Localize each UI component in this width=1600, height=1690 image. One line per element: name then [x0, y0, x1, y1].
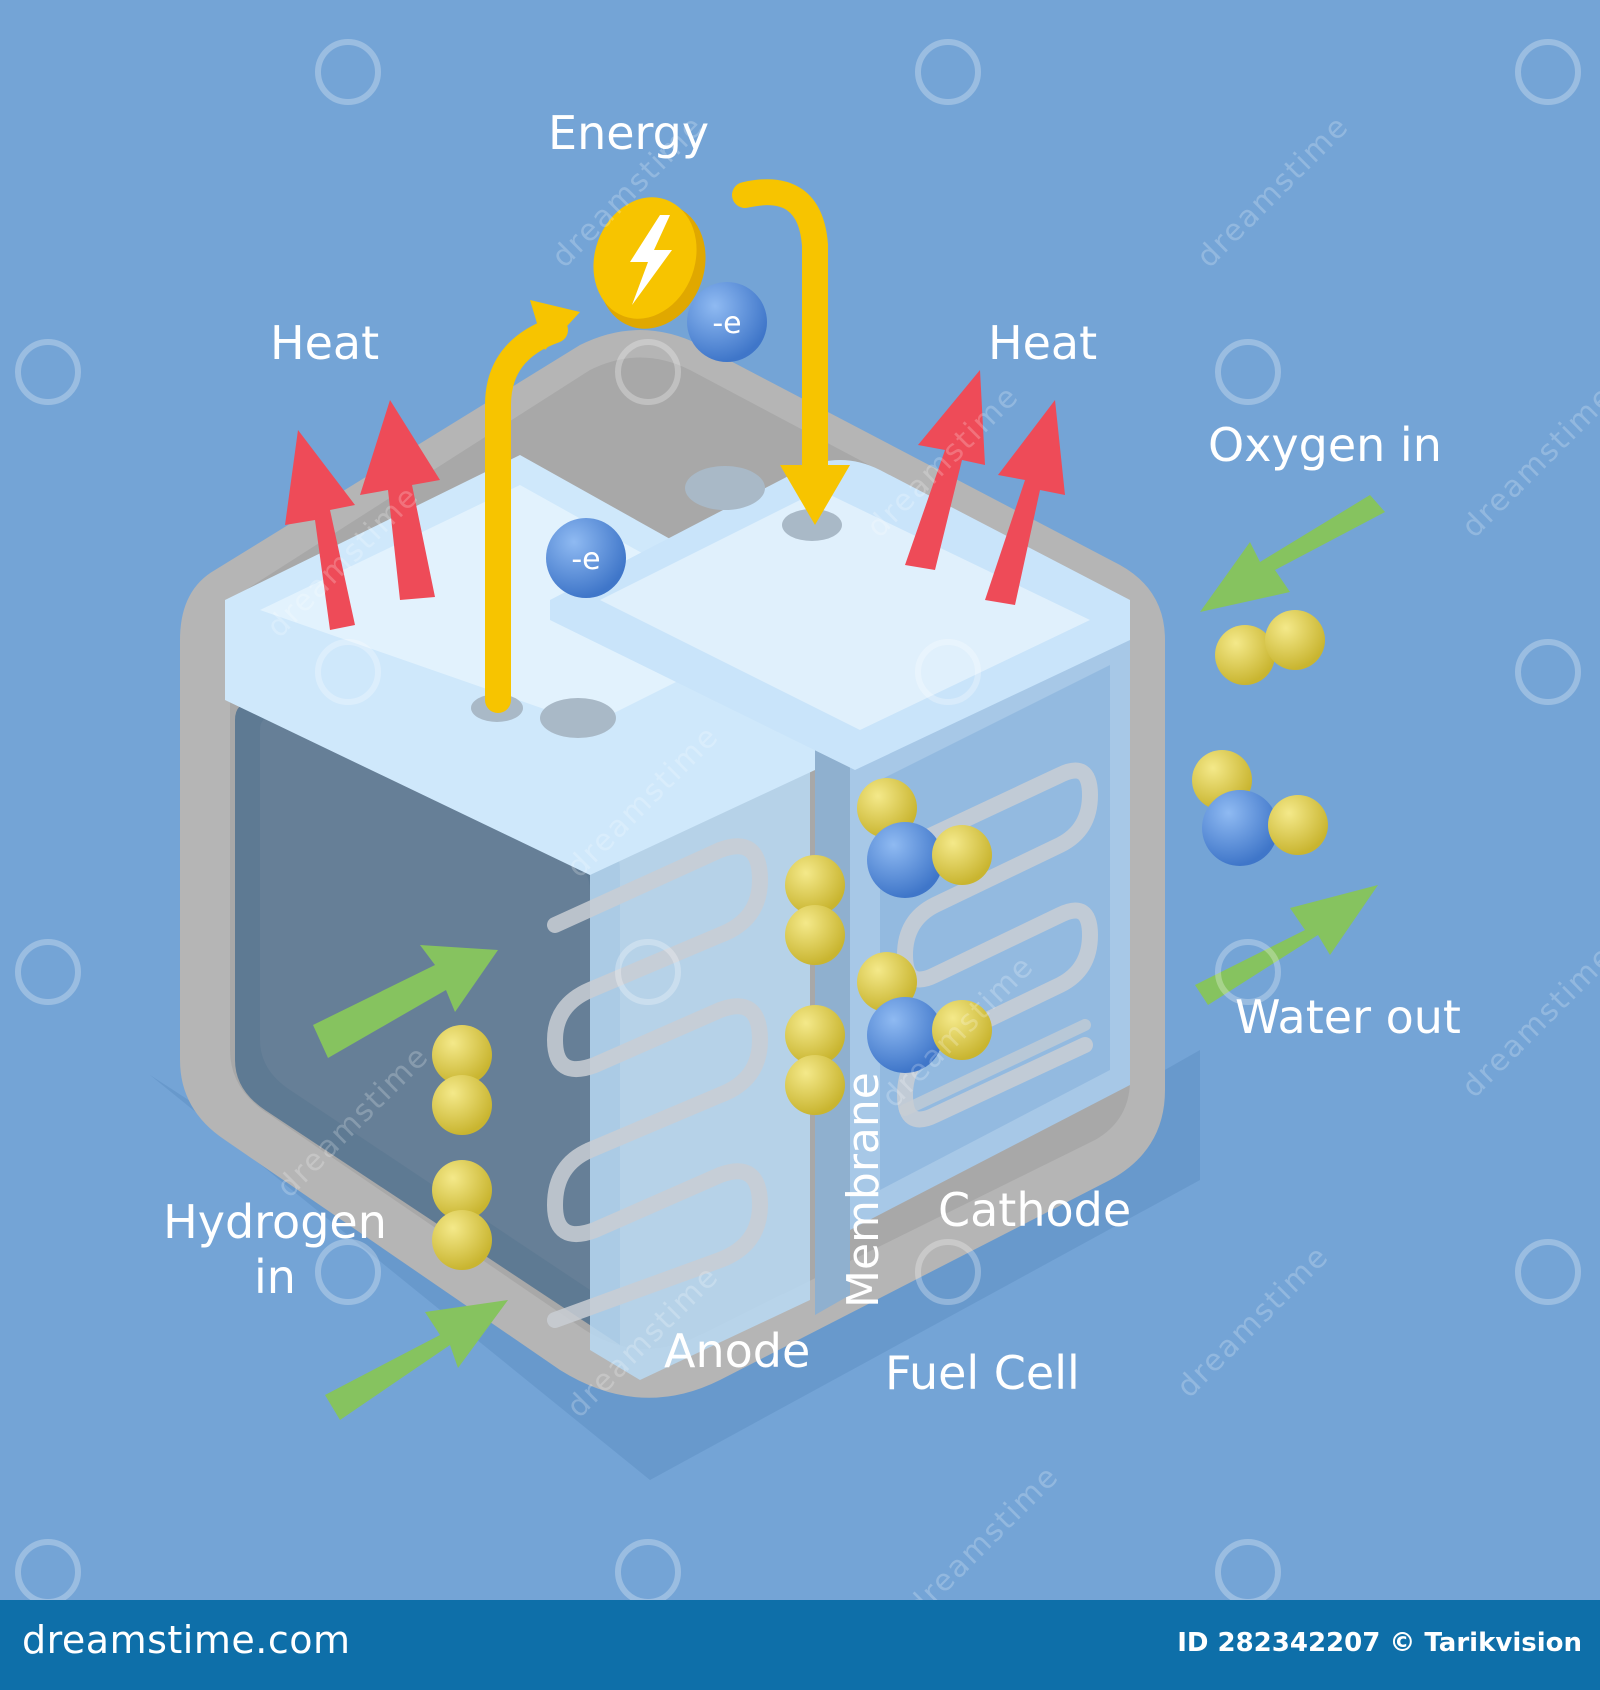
- hydrogen-atom: [785, 855, 845, 915]
- heat-left-label: Heat: [270, 316, 380, 370]
- water-out-arrow: [1195, 885, 1378, 1005]
- watermark-logo-icon: [315, 1239, 381, 1305]
- watermark-logo-icon: [915, 639, 981, 705]
- watermark-logo-icon: [915, 39, 981, 105]
- energy-wire-in-head: [780, 465, 850, 525]
- water-molecules-cathode: [857, 778, 992, 1073]
- hydrogen-atom: [1268, 795, 1328, 855]
- hydrogen-atom: [785, 1005, 845, 1065]
- watermark-logo-icon: [615, 339, 681, 405]
- watermark-logo-icon: [15, 939, 81, 1005]
- watermark-logo-icon: [315, 639, 381, 705]
- oxygen-in-label: Oxygen in: [1208, 418, 1442, 472]
- cathode-rail: [899, 1019, 1091, 1116]
- oxygen-in-arrow: [1200, 495, 1385, 612]
- hydrogen-atom: [432, 1210, 492, 1270]
- oxygen-atom: [867, 822, 943, 898]
- hydrogen-atom: [932, 825, 992, 885]
- watermark-logo-icon: [15, 1539, 81, 1600]
- energy-wire-out-head: [530, 300, 580, 350]
- oxygen-atom-yellow: [1215, 625, 1275, 685]
- port-hole: [540, 698, 616, 738]
- electron-top: [687, 282, 767, 362]
- watermark-logo-icon: [915, 1239, 981, 1305]
- anode-cavity-back: [260, 716, 590, 1290]
- hydrogen-in-label-line2: in: [254, 1250, 296, 1305]
- watermark-logo-icon: [1215, 939, 1281, 1005]
- hydrogen-in-arrow-lower: [325, 1300, 508, 1420]
- watermark-logo-icon: [1215, 339, 1281, 405]
- heat-arrow: [985, 400, 1065, 605]
- footer-bar: dreamstime.com ID 282342207 © Tarikvisio…: [0, 1600, 1600, 1690]
- hydrogen-atom: [857, 952, 917, 1012]
- fuel-cell-diagram: -e -e: [15, 39, 1581, 1600]
- cathode-top-highlight: [600, 490, 1090, 730]
- port-hole: [782, 509, 842, 541]
- heat-arrow: [285, 430, 355, 630]
- hydrogen-atom: [785, 905, 845, 965]
- footer-credit: ID 282342207 © Tarikvision: [1177, 1628, 1582, 1658]
- cathode-label: Cathode: [938, 1183, 1132, 1237]
- hydrogen-atom: [932, 1000, 992, 1060]
- energy-wire-in: [732, 179, 828, 483]
- hydrogen-atom: [432, 1160, 492, 1220]
- watermark-logo-icon: [1515, 1239, 1581, 1305]
- watermark-logo-icon: [1215, 1539, 1281, 1600]
- anode-label: Anode: [664, 1324, 811, 1378]
- electron-mid: [546, 518, 626, 598]
- heat-arrow: [905, 370, 985, 570]
- electron-mid-label: -e: [571, 542, 600, 577]
- footer-brand[interactable]: dreamstime.com: [22, 1618, 351, 1662]
- anode-serpentine: [546, 838, 769, 1328]
- watermark-logo-icon: [1515, 39, 1581, 105]
- watermark-logo-icon: [1515, 639, 1581, 705]
- watermark-logo-icon: [615, 1539, 681, 1600]
- watermark-logo-icon: [315, 39, 381, 105]
- hydrogen-ions-membrane: [785, 855, 845, 1115]
- port-hole: [685, 466, 765, 510]
- hydrogen-in-arrow-upper: [313, 945, 498, 1058]
- water-out-label: Water out: [1235, 990, 1461, 1044]
- hydrogen-in-label: Hydrogen in: [160, 1195, 390, 1305]
- oxygen-atom: [867, 997, 943, 1073]
- heat-right-label: Heat: [988, 316, 1098, 370]
- oxygen-atom: [1202, 790, 1278, 866]
- hydrogen-atom: [432, 1075, 492, 1135]
- energy-label: Energy: [548, 106, 710, 160]
- oxygen-atom-yellow: [1265, 610, 1325, 670]
- heat-arrows-left: [285, 400, 440, 630]
- watermark-logo-icon: [615, 939, 681, 1005]
- oxygen-molecule: [1215, 610, 1325, 685]
- water-molecule: [1192, 750, 1328, 866]
- fuel-cell-label: Fuel Cell: [885, 1346, 1080, 1400]
- membrane-strip: [815, 620, 850, 1315]
- hydrogen-atom: [785, 1055, 845, 1115]
- watermark-logos: [15, 39, 1581, 1600]
- lightning-icon: [630, 215, 672, 305]
- heat-arrow: [360, 400, 440, 600]
- heat-arrows-right: [905, 370, 1065, 605]
- hydrogen-in-label-line1: Hydrogen: [163, 1195, 387, 1249]
- cathode-serpentine: [892, 762, 1099, 1128]
- electron-top-label: -e: [712, 306, 741, 341]
- hydrogen-atom: [432, 1025, 492, 1085]
- membrane-label: Membrane: [838, 1072, 889, 1308]
- hydrogen-molecules-anode: [432, 1025, 492, 1270]
- watermark-logo-icon: [15, 339, 81, 405]
